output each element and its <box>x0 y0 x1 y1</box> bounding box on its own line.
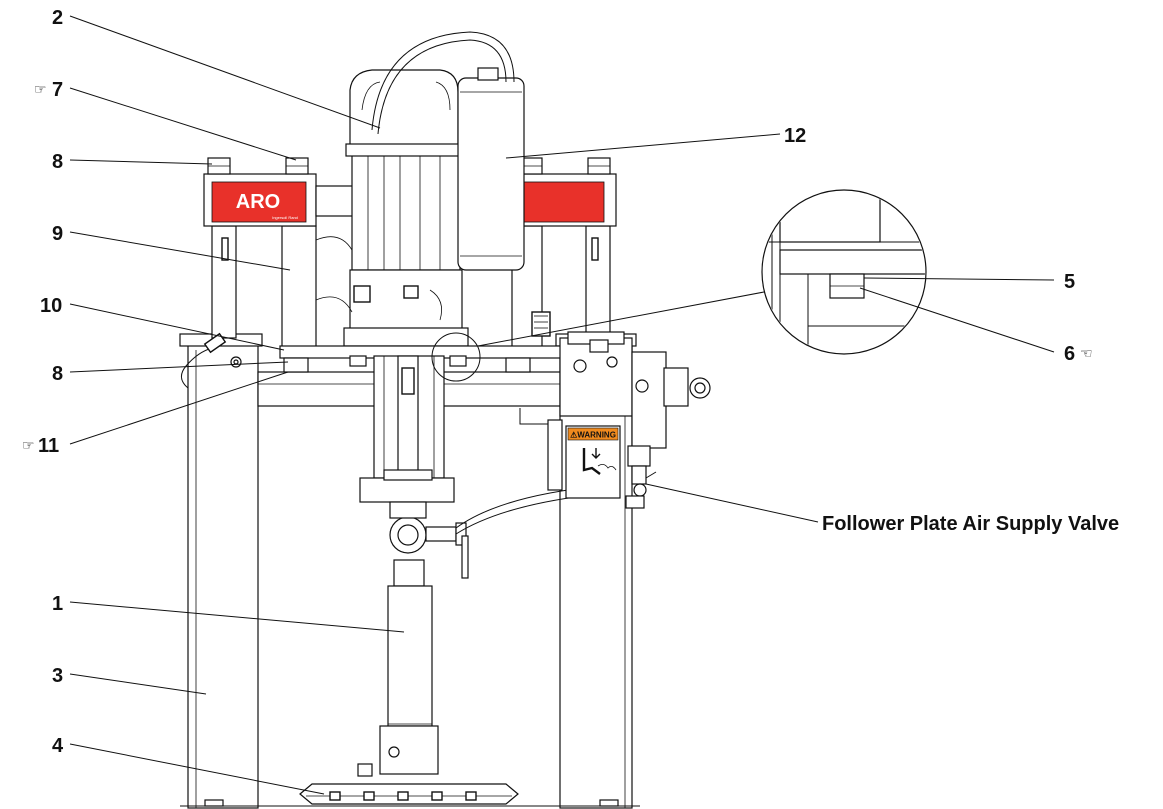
control-panel: ⚠WARNING <box>519 311 711 509</box>
hand-pointer-icon: ☞ <box>34 82 47 98</box>
callout-8-upper: 8 <box>52 151 63 173</box>
pump-lower <box>279 345 601 805</box>
hand-pointer-icon: ☜ <box>1080 346 1093 362</box>
callout-12: 12 <box>784 125 806 147</box>
callout-4: 4 <box>52 735 64 757</box>
callout-7: 7 <box>52 79 63 101</box>
callout-2: 2 <box>52 7 63 29</box>
callout-10: 10 <box>40 295 62 317</box>
warning-text: ⚠WARNING <box>570 431 616 440</box>
callout-5: 5 <box>1064 271 1075 293</box>
aro-brand-panel <box>211 181 307 223</box>
callout-1: 1 <box>52 593 63 615</box>
hand-pointer-icon: ☞ <box>22 438 35 454</box>
follower-plate-valve-label: Follower Plate Air Supply Valve <box>822 513 1119 535</box>
brand-text: ARO <box>236 191 280 213</box>
upper-carriage: ARO Ingersoll Rand <box>203 157 617 349</box>
callout-11: 11 <box>38 435 59 457</box>
detail-view <box>431 189 927 382</box>
callout-3: 3 <box>52 665 63 687</box>
brand-small-text: Ingersoll Rand <box>272 215 298 220</box>
callouts: 2 ☞ 7 8 9 10 8 ☞ 11 1 3 4 12 5 6 ☜ Follo… <box>22 7 1119 757</box>
leader-lines <box>69 15 1055 795</box>
red-panel-right <box>519 181 605 223</box>
callout-8-lower: 8 <box>52 363 63 385</box>
callout-9: 9 <box>52 223 63 245</box>
callout-6: 6 <box>1064 343 1075 365</box>
air-motor <box>315 31 525 347</box>
